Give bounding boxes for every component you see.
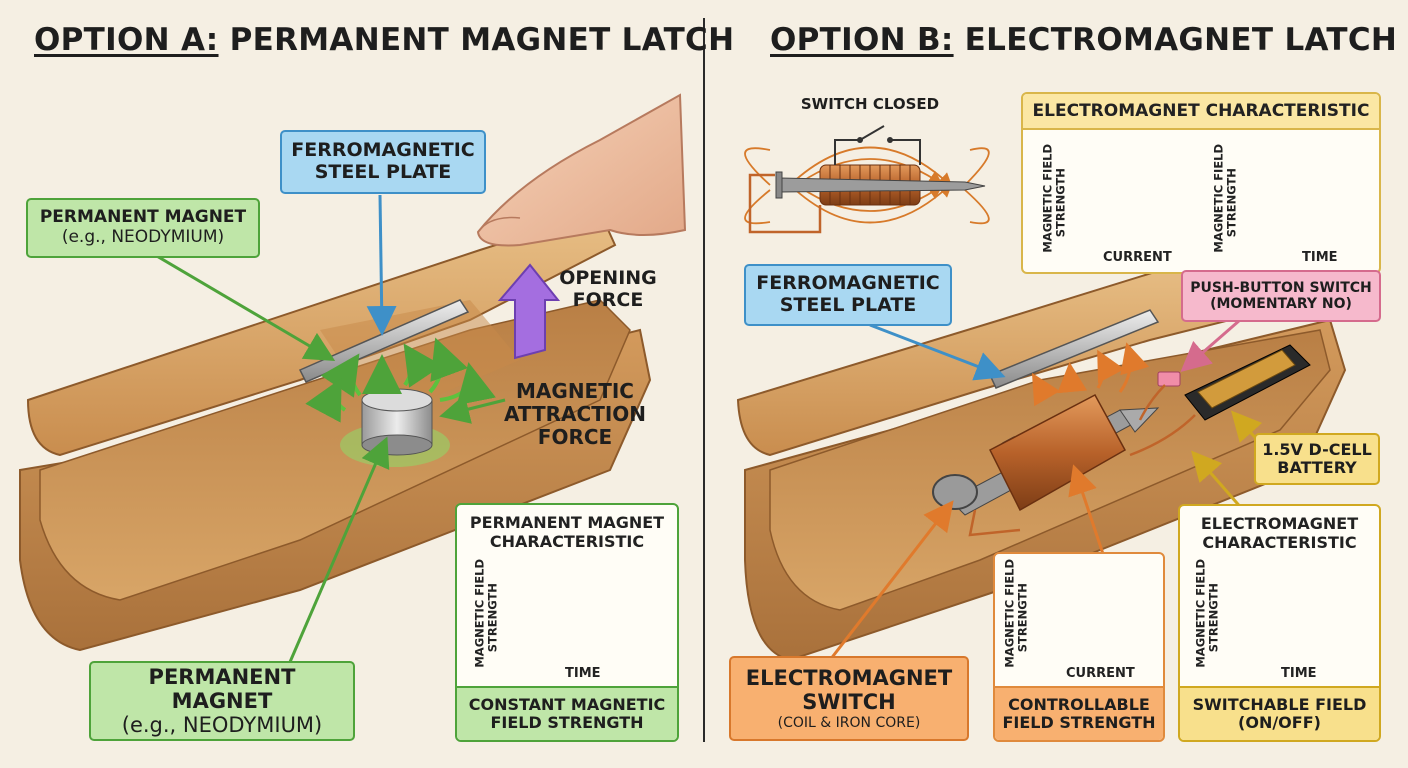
mid-chart-ylabel-line1: MAGNETIC FIELD <box>1002 558 1017 668</box>
pm-chart-xlabel: TIME <box>565 666 601 681</box>
steel-plate-right-line2: STEEL PLATE <box>779 294 917 316</box>
em-top-chart-xlabel-right: TIME <box>1302 250 1338 265</box>
em-top-chart-title: ELECTROMAGNET CHARACTERISTIC <box>1032 101 1370 121</box>
right-chart-title: ELECTROMAGNET CHARACTERISTIC <box>1180 514 1379 552</box>
steel-plate-label-line2: STEEL PLATE <box>314 161 452 183</box>
pm-chart-footer-line1: CONSTANT MAGNETIC <box>468 694 666 714</box>
solenoid-field-diagram <box>744 125 990 234</box>
pm-chart-ylabel: MAGNETIC FIELD STRENGTH <box>472 558 499 668</box>
em-top-ylabel-left-line2: STRENGTH <box>1053 168 1067 238</box>
push-button-line2: (MOMENTARY NO) <box>1210 296 1352 312</box>
magnetic-attraction-label: MAGNETIC ATTRACTION FORCE <box>495 380 655 449</box>
left-title-rest: PERMANENT MAGNET LATCH <box>218 22 735 58</box>
battery-label: 1.5V D-CELL BATTERY <box>1254 433 1380 485</box>
right-chart-title-line2: CHARACTERISTIC <box>1202 533 1357 553</box>
right-title: OPTION B: ELECTROMAGNET LATCH <box>770 22 1397 58</box>
right-chart-ylabel-line2: STRENGTH <box>1206 583 1220 653</box>
right-chart-footer: SWITCHABLE FIELD (ON/OFF) <box>1180 686 1379 740</box>
pm-chart-title-line2: CHARACTERISTIC <box>489 532 645 552</box>
permanent-magnet-label-top: PERMANENT MAGNET (e.g., NEODYMIUM) <box>26 198 260 258</box>
right-chart-ylabel: MAGNETIC FIELD STRENGTH <box>1193 558 1220 668</box>
right-steel-plate-shape <box>988 309 1160 389</box>
right-chart-ylabel-line1: MAGNETIC FIELD <box>1193 558 1208 668</box>
mid-chart-footer: CONTROLLABLE FIELD STRENGTH <box>995 686 1163 740</box>
left-title: OPTION A: PERMANENT MAGNET LATCH <box>34 22 734 58</box>
em-switch-line3: (COIL & IRON CORE) <box>777 714 921 731</box>
permanent-magnet-bottom-line1: PERMANENT MAGNET <box>148 664 296 713</box>
em-top-ylabel-right-line1: MAGNETIC FIELD <box>1211 143 1226 253</box>
battery-line1: 1.5V D-CELL <box>1262 439 1372 459</box>
controllable-field-chart-panel: CONTROLLABLE FIELD STRENGTH <box>993 552 1165 742</box>
em-top-ylabel-right-line2: STRENGTH <box>1224 168 1238 238</box>
em-top-chart-xlabel-left: CURRENT <box>1103 250 1172 265</box>
em-top-chart-ylabel-left: MAGNETIC FIELD STRENGTH <box>1040 143 1067 253</box>
push-button-switch-label: PUSH-BUTTON SWITCH (MOMENTARY NO) <box>1181 270 1381 322</box>
mid-chart-xlabel: CURRENT <box>1066 666 1135 681</box>
pm-chart-title: PERMANENT MAGNET CHARACTERISTIC <box>457 513 677 551</box>
permanent-magnet-top-line2: (e.g., NEODYMIUM) <box>61 227 225 247</box>
mid-chart-footer-line1: CONTROLLABLE <box>1008 694 1150 714</box>
switchable-field-chart-panel: ELECTROMAGNET CHARACTERISTIC SWITCHABLE … <box>1178 504 1381 742</box>
right-chart-footer-line2: (ON/OFF) <box>1238 713 1321 732</box>
pm-chart-footer-line2: FIELD STRENGTH <box>490 713 644 732</box>
push-button-shape <box>1157 371 1181 387</box>
attraction-line1: MAGNETIC <box>516 379 634 403</box>
mid-chart-footer-line2: FIELD STRENGTH <box>1002 713 1156 732</box>
battery-shape <box>1184 344 1311 421</box>
opening-force-arrow <box>497 263 561 360</box>
pm-chart-footer: CONSTANT MAGNETIC FIELD STRENGTH <box>457 686 677 740</box>
right-title-prefix: OPTION B: <box>770 22 954 58</box>
permanent-magnet-label-bottom: PERMANENT MAGNET (e.g., NEODYMIUM) <box>89 661 355 741</box>
em-top-ylabel-left-line1: MAGNETIC FIELD <box>1040 143 1055 253</box>
em-top-chart-ylabel-right: MAGNETIC FIELD STRENGTH <box>1211 143 1238 253</box>
mid-chart-ylabel: MAGNETIC FIELD STRENGTH <box>1002 558 1029 668</box>
steel-plate-label-line1: FERROMAGNETIC <box>291 139 475 162</box>
steel-plate-label-right: FERROMAGNETIC STEEL PLATE <box>744 264 952 326</box>
electromagnet-switch-label: ELECTROMAGNET SWITCH (COIL & IRON CORE) <box>729 656 969 741</box>
electromagnet-characteristic-panel-top: ELECTROMAGNET CHARACTERISTIC <box>1021 92 1381 274</box>
attraction-line2: ATTRACTION <box>503 402 647 426</box>
pm-chart-ylabel-line1: MAGNETIC FIELD <box>472 558 487 668</box>
permanent-magnet-top-line1: PERMANENT MAGNET <box>39 207 247 228</box>
opening-force-line1: OPENING <box>559 267 657 289</box>
pm-chart-ylabel-line2: STRENGTH <box>485 583 499 653</box>
left-title-prefix: OPTION A: <box>34 22 219 58</box>
mid-chart-ylabel-line2: STRENGTH <box>1015 583 1029 653</box>
right-chart-title-line1: ELECTROMAGNET <box>1200 514 1359 533</box>
opening-force-label: OPENING FORCE <box>548 267 668 312</box>
right-title-rest: ELECTROMAGNET LATCH <box>953 22 1398 58</box>
pm-chart-title-line1: PERMANENT MAGNET <box>469 513 665 532</box>
finger-illustration <box>476 93 687 247</box>
wires <box>968 384 1196 537</box>
right-chart-xlabel: TIME <box>1281 666 1317 681</box>
push-button-line1: PUSH-BUTTON SWITCH <box>1190 279 1372 296</box>
em-switch-line1: ELECTROMAGNET <box>745 666 953 691</box>
steel-plate-label-left: FERROMAGNETIC STEEL PLATE <box>280 130 486 194</box>
permanent-magnet-chart-panel: PERMANENT MAGNET CHARACTERISTIC CONSTANT… <box>455 503 679 742</box>
opening-force-line2: FORCE <box>572 288 644 311</box>
permanent-magnet-bottom-line2: (e.g., NEODYMIUM) <box>121 713 323 738</box>
attraction-line3: FORCE <box>537 425 613 449</box>
steel-plate-right-line1: FERROMAGNETIC <box>756 272 940 295</box>
switch-closed-label: SWITCH CLOSED <box>800 95 940 113</box>
right-field-arrows <box>1031 342 1150 407</box>
battery-line2: BATTERY <box>1277 458 1357 477</box>
em-switch-line2: SWITCH <box>802 690 896 715</box>
left-callout-lines <box>149 194 506 663</box>
right-chart-footer-line1: SWITCHABLE FIELD <box>1192 694 1367 714</box>
